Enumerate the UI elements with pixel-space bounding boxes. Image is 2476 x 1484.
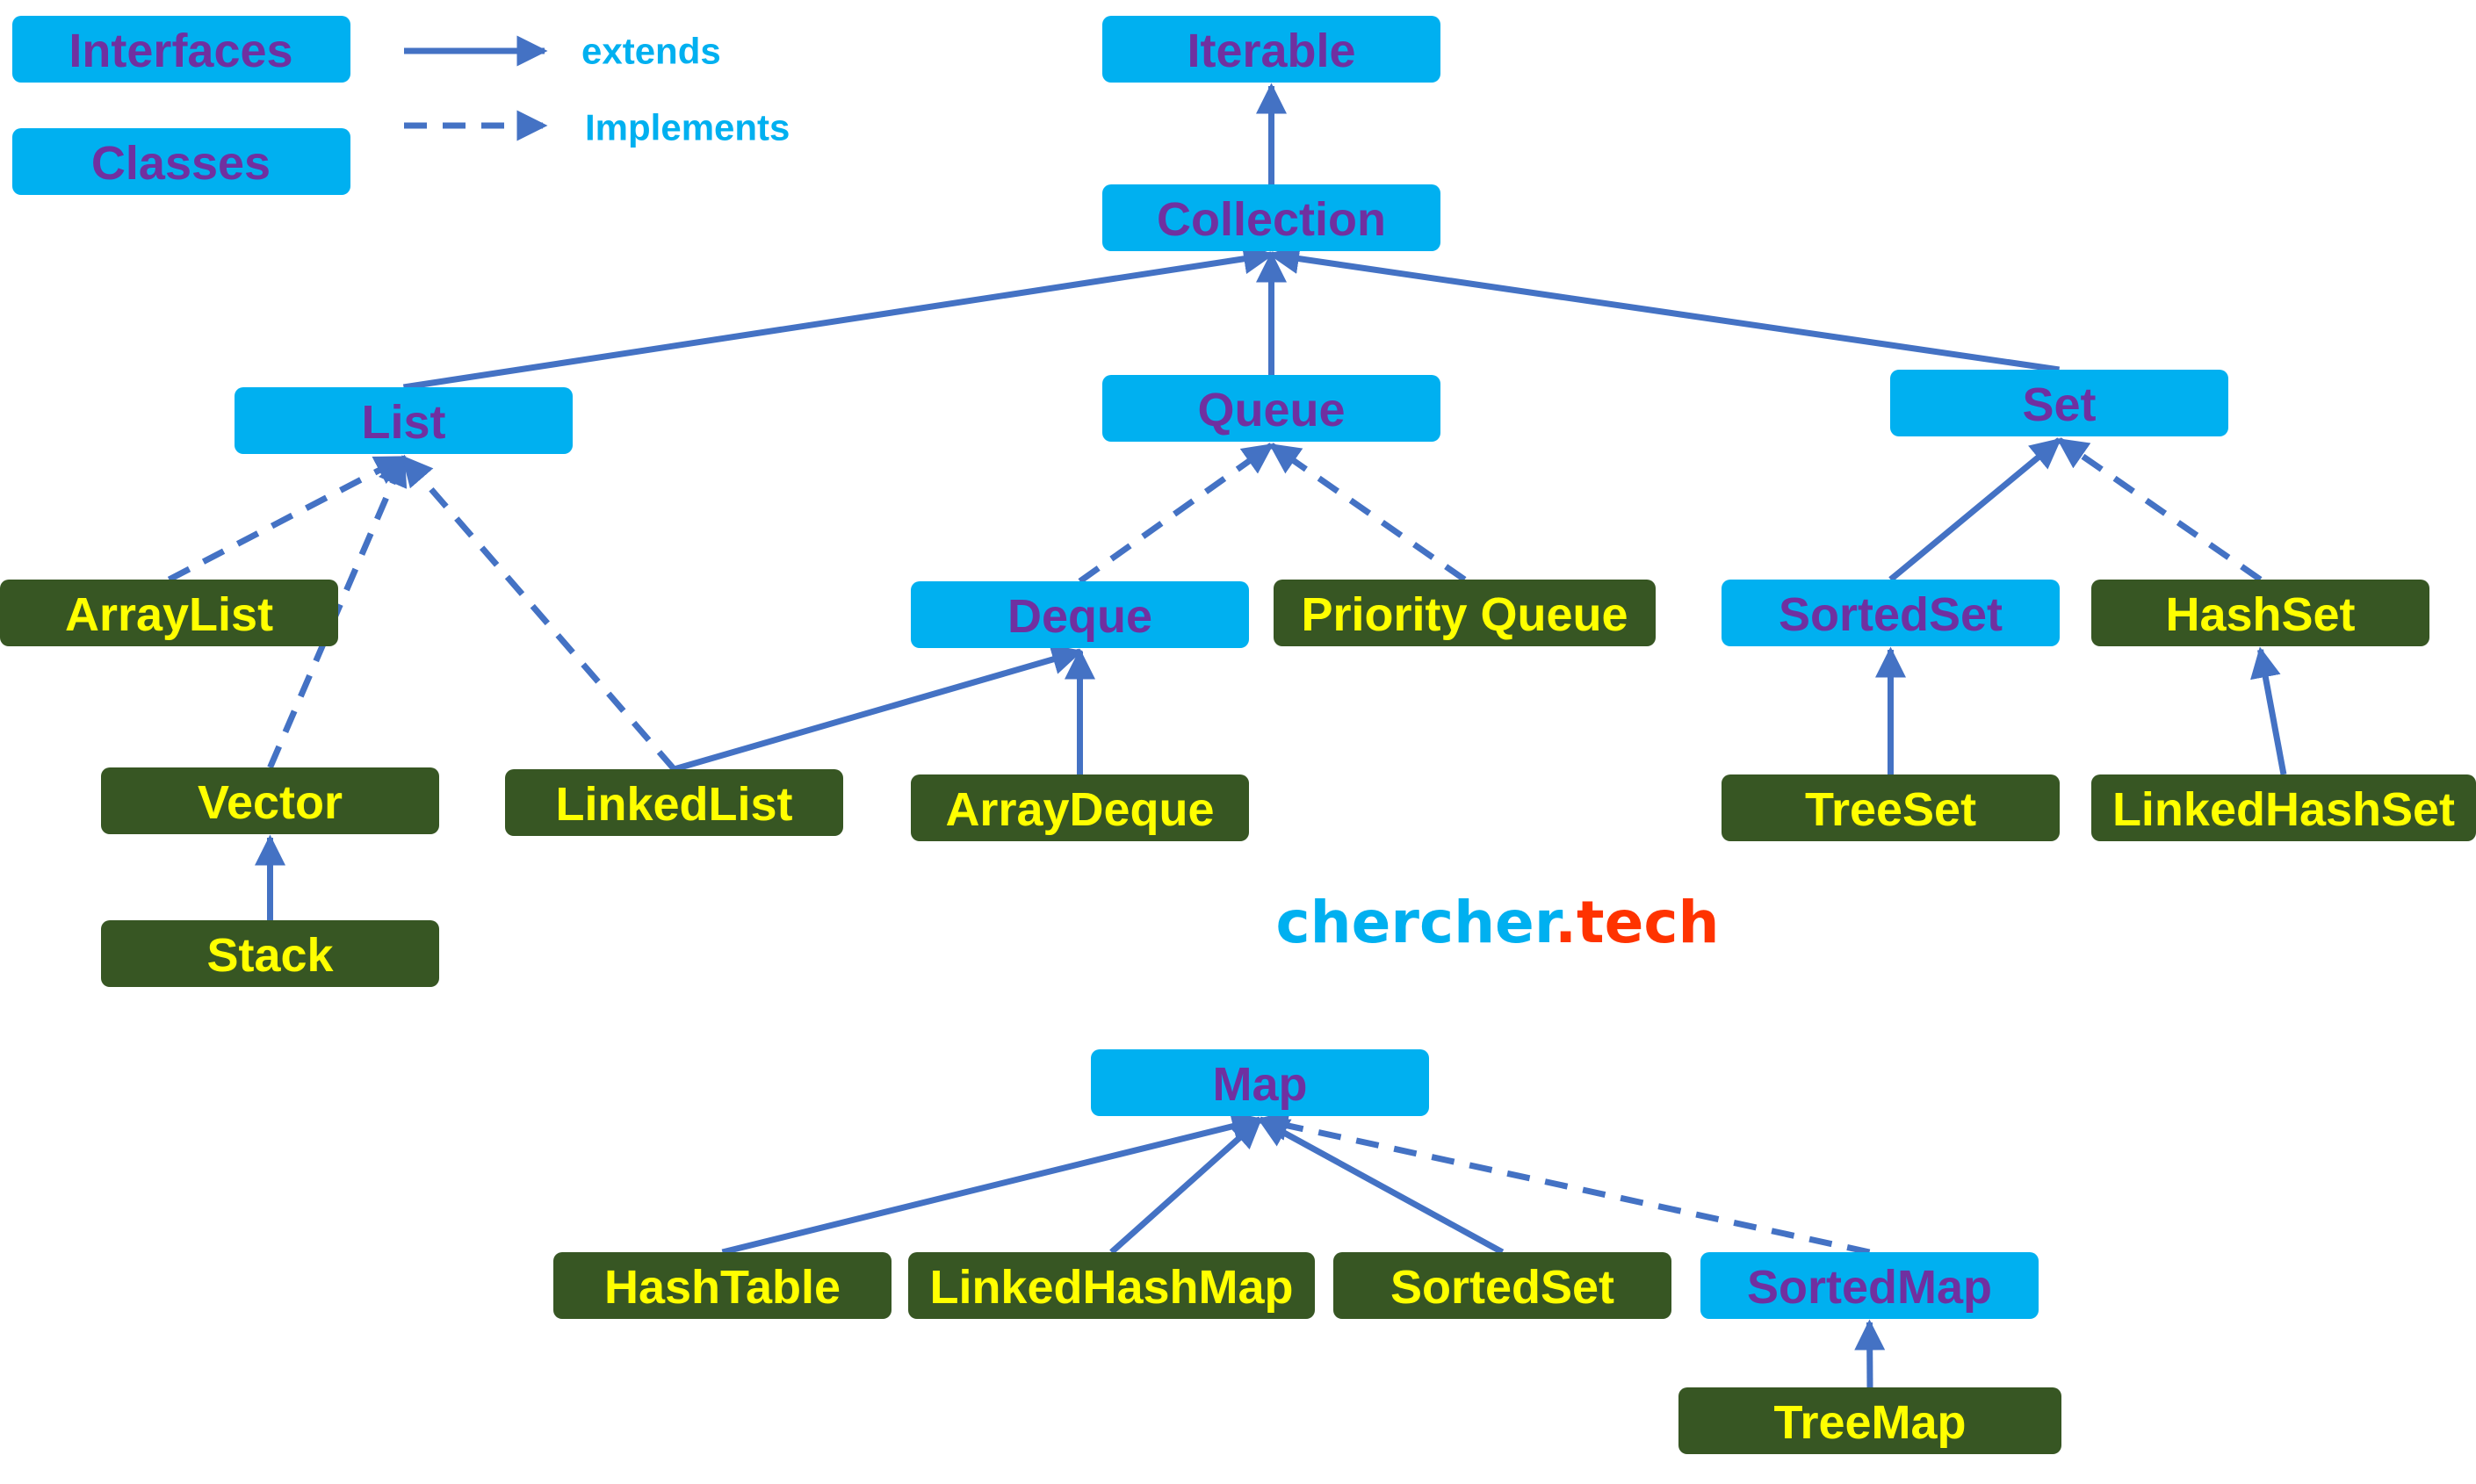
legend: Interfaces Classes extends Implements [12,16,790,195]
node-label-priorityqueue: Priority Queue [1301,588,1628,641]
edge-extends-linkedhashmap-to-map [1109,1117,1263,1255]
node-box-treeset [1722,774,2060,841]
node-box-linkedlist [505,769,843,836]
edges-layer [167,83,2287,1388]
edge-implements-sortedmap-to-map [1257,1110,1871,1256]
node-box-vector [101,767,439,834]
node-box-priorityqueue [1274,580,1656,646]
node-linkedlist: LinkedList [505,769,843,836]
node-label-linkedhashset: LinkedHashSet [2112,783,2455,836]
edge-extends-hashtable-to-map [721,1111,1263,1256]
node-label-iterable: Iterable [1187,25,1355,77]
node-arraylist: ArrayList [0,580,338,646]
node-label-hashtable: HashTable [604,1261,841,1314]
edge-extends-linkedhashset-to-hashset [2250,646,2287,775]
node-label-vector: Vector [198,776,343,829]
node-box-stack [101,920,439,987]
node-priorityqueue: Priority Queue [1274,580,1656,646]
edge-extends-sortedset_map-to-map [1257,1116,1505,1256]
node-stack: Stack [101,920,439,987]
brand-dot: . [1555,889,1577,956]
node-label-deque: Deque [1007,590,1152,643]
edge-implements-deque-to-queue [1078,443,1274,584]
legend-interfaces-label: Interfaces [69,25,292,77]
node-box-sortedmap [1700,1252,2039,1319]
node-deque: Deque [911,581,1249,648]
node-treemap: TreeMap [1678,1387,2061,1454]
legend-class-swatch [12,128,350,195]
edge-implements-hashset-to-set [2056,437,2263,582]
node-label-sortedset: SortedSet [1779,588,2003,641]
node-vector: Vector [101,767,439,834]
edge-extends-linkedlist-to-deque [673,644,1083,773]
node-label-linkedlist: LinkedList [555,778,792,831]
brand-watermark: chercher.tech [1276,889,1720,956]
node-label-list: List [361,396,445,449]
node-box-sortedset [1722,580,2060,646]
node-box-queue [1102,375,1440,442]
node-label-arraydeque: ArrayDeque [945,783,1214,836]
node-label-linkedhashmap: LinkedHashMap [929,1261,1293,1314]
node-box-set [1890,370,2228,436]
node-box-hashset [2091,580,2429,646]
node-box-map [1091,1049,1429,1116]
node-box-collection [1102,184,1440,251]
node-label-sortedmap: SortedMap [1747,1261,1992,1314]
node-iterable: Iterable [1102,16,1440,83]
legend-extends-label: extends [581,31,721,72]
node-box-arraylist [0,580,338,646]
edge-extends-set-to-collection [1268,243,2061,373]
node-linkedhashset: LinkedHashSet [2091,774,2476,841]
node-box-linkedhashmap [908,1252,1315,1319]
brand-part2: tech [1577,889,1719,956]
node-map: Map [1091,1049,1429,1116]
node-linkedhashmap: LinkedHashMap [908,1252,1315,1319]
node-label-map: Map [1213,1058,1308,1111]
node-set: Set [1890,370,2228,436]
node-queue: Queue [1102,375,1440,442]
node-sortedset: SortedSet [1722,580,2060,646]
node-label-stack: Stack [206,929,334,982]
node-box-hashtable [553,1252,892,1319]
brand-part1: chercher [1276,889,1563,956]
node-arraydeque: ArrayDeque [911,774,1249,841]
node-label-set: Set [2022,378,2096,431]
node-label-arraylist: ArrayList [65,588,273,641]
legend-implements-label: Implements [585,107,790,148]
node-box-linkedhashset [2091,774,2476,841]
node-box-iterable [1102,16,1440,83]
legend-interface-swatch [12,16,350,83]
edge-extends-list-to-collection [402,243,1274,391]
node-label-hashset: HashSet [2165,588,2355,641]
node-box-arraydeque [911,774,1249,841]
node-label-queue: Queue [1197,384,1345,436]
node-label-treeset: TreeSet [1805,783,1976,836]
node-sortedmap: SortedMap [1700,1252,2039,1319]
node-sortedset-map: SortedSet [1333,1252,1671,1319]
node-box-list [235,387,573,454]
node-box-deque [911,581,1249,648]
node-hashtable: HashTable [553,1252,892,1319]
edge-extends-sortedset-to-set [1888,437,2062,582]
node-label-collection: Collection [1157,193,1386,246]
edge-implements-priorityqueue-to-queue [1268,443,1467,582]
node-box-sortedset-map [1333,1252,1671,1319]
edge-implements-arraylist-to-list [167,454,407,583]
node-treeset: TreeSet [1722,774,2060,841]
node-collection: Collection [1102,184,1440,251]
node-box-treemap [1678,1387,2061,1454]
legend-classes-label: Classes [91,137,271,190]
node-label-sortedset-map: SortedSet [1390,1261,1614,1314]
node-label-treemap: TreeMap [1773,1396,1966,1449]
node-hashset: HashSet [2091,580,2429,646]
edge-extends-treemap-to-sortedmap [1854,1319,1886,1388]
edge-implements-linkedlist-to-list [401,455,677,772]
node-list: List [235,387,573,454]
